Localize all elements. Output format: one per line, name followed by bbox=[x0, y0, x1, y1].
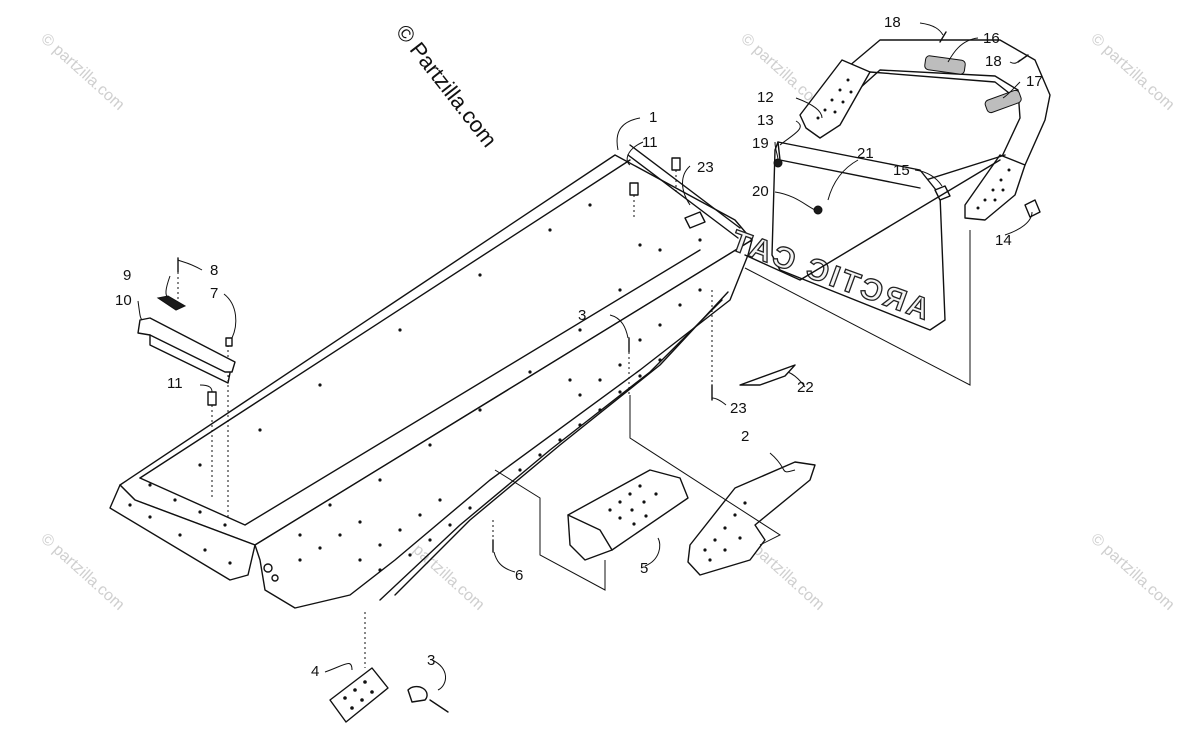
footrest-part-5 bbox=[567, 469, 689, 561]
bracket-assembly bbox=[137, 257, 236, 384]
decal-part-22 bbox=[739, 364, 796, 386]
running-board-edge-inner bbox=[379, 299, 723, 601]
plate-part-4 bbox=[329, 667, 389, 723]
callout-9: 9 bbox=[123, 267, 131, 284]
callout-14: 14 bbox=[995, 232, 1012, 249]
washer-part-19 bbox=[773, 158, 783, 168]
callout-labels: 1 2 3 3 4 5 6 7 8 9 10 11 11 12 13 14 15… bbox=[115, 14, 1043, 680]
nut-11-left bbox=[207, 391, 217, 406]
washer-part-3 bbox=[407, 685, 428, 703]
callout-4: 4 bbox=[311, 663, 319, 680]
watermark: © partzilla.com bbox=[1087, 30, 1177, 114]
running-board-edge bbox=[394, 291, 729, 596]
callout-3: 3 bbox=[427, 652, 435, 669]
callout-6: 6 bbox=[515, 567, 523, 584]
bracket-part-10 bbox=[137, 317, 236, 373]
callout-3: 3 bbox=[578, 307, 586, 324]
watermark: © partzilla.com bbox=[1087, 530, 1177, 614]
callout-11: 11 bbox=[642, 134, 658, 151]
tunnel-mount-hole bbox=[263, 563, 273, 573]
nut-11 bbox=[629, 182, 639, 196]
footrest-step bbox=[567, 514, 613, 551]
callout-5: 5 bbox=[640, 560, 648, 577]
tunnel-ridge bbox=[139, 159, 631, 479]
tunnel-rear-rail-2 bbox=[627, 154, 739, 239]
grip-part-16 bbox=[924, 55, 966, 75]
callout-22: 22 bbox=[797, 379, 814, 396]
plate-part-9 bbox=[156, 295, 187, 311]
callout-23: 23 bbox=[730, 400, 747, 417]
callout-23: 23 bbox=[697, 159, 714, 176]
nut-11 bbox=[671, 157, 681, 171]
callout-17: 17 bbox=[1026, 73, 1043, 90]
callout-10: 10 bbox=[115, 292, 132, 309]
tunnel-part-1 bbox=[109, 144, 753, 609]
plate-4-holes bbox=[343, 680, 374, 710]
watermark: © partzilla.com bbox=[37, 530, 127, 614]
callout-15: 15 bbox=[893, 162, 910, 179]
flap-mount-line bbox=[744, 159, 1001, 281]
rear-bumper-assembly: ARCTIC CAT bbox=[724, 31, 1051, 331]
tunnel-left-flap bbox=[109, 484, 256, 581]
foot-perforations bbox=[816, 78, 853, 120]
bracket-part-2 bbox=[687, 461, 816, 576]
bolt-part-18 bbox=[939, 31, 947, 43]
leader-lines bbox=[137, 22, 1033, 691]
nut-part-7 bbox=[225, 337, 233, 347]
clip-part-14 bbox=[1024, 199, 1041, 218]
callout-2: 2 bbox=[741, 428, 749, 445]
callout-12: 12 bbox=[757, 89, 774, 106]
snow-flap-part-13 bbox=[771, 141, 946, 331]
tunnel-right-side bbox=[254, 239, 753, 609]
nut-part-20 bbox=[813, 205, 823, 215]
assembly-line bbox=[744, 230, 971, 386]
callout-11: 11 bbox=[167, 375, 183, 392]
assembly-line bbox=[629, 395, 782, 546]
callout-18: 18 bbox=[884, 14, 901, 31]
bumper-foot-right bbox=[964, 154, 1026, 221]
assembly-line bbox=[494, 469, 606, 591]
callout-7: 7 bbox=[210, 285, 218, 302]
grip-part-17 bbox=[984, 89, 1022, 114]
callout-8: 8 bbox=[210, 262, 218, 279]
bolt-23-top bbox=[684, 211, 706, 229]
callout-19: 19 bbox=[752, 135, 769, 152]
foot-perforations-right bbox=[976, 168, 1011, 210]
bracket-part-10-fold bbox=[149, 334, 231, 384]
footrest-perforations bbox=[608, 484, 658, 526]
callout-20: 20 bbox=[752, 183, 769, 200]
callout-16: 16 bbox=[983, 30, 1000, 47]
tunnel-mount-hole bbox=[271, 574, 279, 582]
watermark: © partzilla.com bbox=[37, 30, 127, 114]
copyright-text: © Partzilla.com bbox=[391, 20, 502, 152]
tunnel-top-fasteners bbox=[207, 157, 706, 518]
callout-21: 21 bbox=[857, 145, 874, 162]
callout-13: 13 bbox=[757, 112, 774, 129]
callout-1: 1 bbox=[649, 109, 657, 126]
screw-part-3-lower bbox=[429, 699, 449, 713]
tunnel-perforations bbox=[128, 203, 702, 572]
tunnel-mid-crease bbox=[139, 249, 701, 526]
bracket-2-perforations bbox=[703, 501, 747, 562]
callout-18: 18 bbox=[985, 53, 1002, 70]
tunnel-rear-rail bbox=[629, 144, 741, 229]
